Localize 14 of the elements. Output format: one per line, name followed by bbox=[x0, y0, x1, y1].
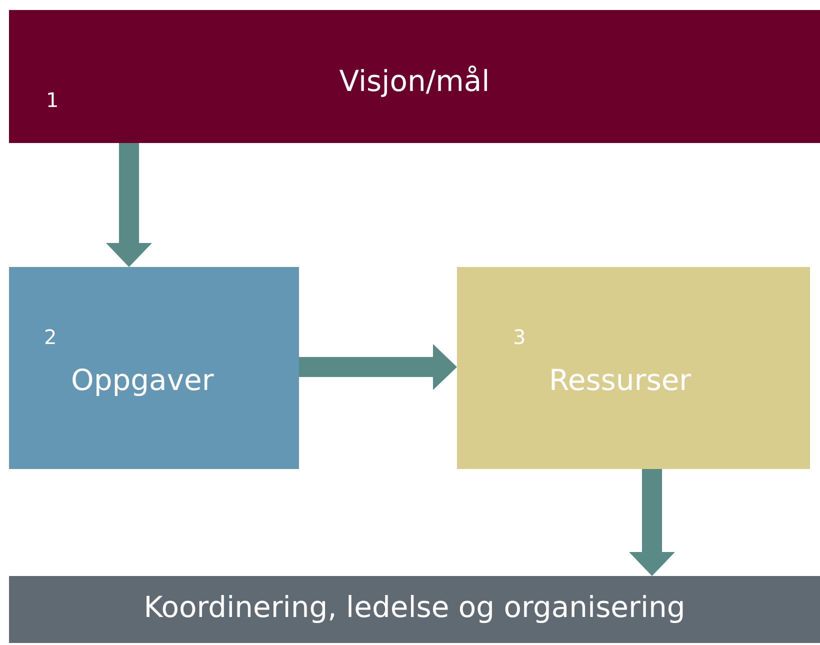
box-title: Koordinering, ledelse og organisering bbox=[144, 590, 686, 624]
step-number: 1 bbox=[46, 88, 59, 112]
process-box bbox=[457, 267, 810, 469]
box-title: Oppgaver bbox=[71, 363, 214, 397]
process-box bbox=[9, 267, 299, 469]
box-title: Visjon/mål bbox=[339, 64, 490, 98]
step-number: 3 bbox=[513, 325, 526, 349]
step-number: 2 bbox=[44, 325, 57, 349]
process-box bbox=[9, 10, 820, 143]
process-box bbox=[9, 576, 820, 643]
block-arrow bbox=[629, 469, 675, 576]
block-arrow bbox=[106, 143, 152, 267]
block-arrow bbox=[299, 344, 457, 390]
box-title: Ressurser bbox=[549, 363, 692, 397]
